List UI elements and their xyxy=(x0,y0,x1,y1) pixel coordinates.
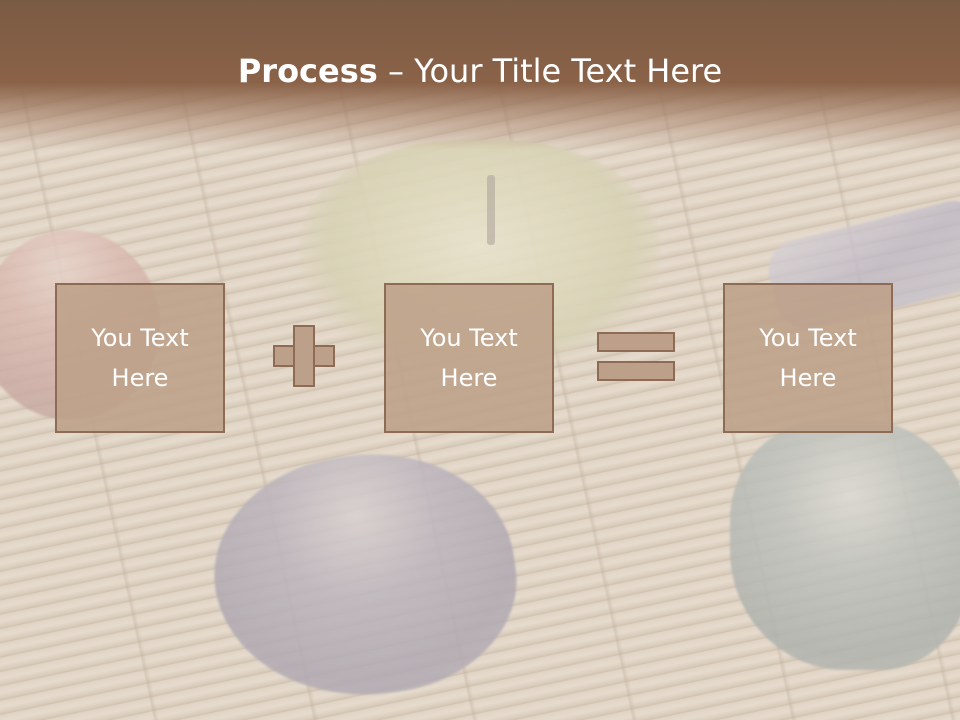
title-rest: – Your Title Text Here xyxy=(377,52,723,90)
process-box-1-text: You Text Here xyxy=(91,324,189,392)
slide-title[interactable]: Process – Your Title Text Here xyxy=(0,52,960,90)
process-box-2[interactable]: You Text Here xyxy=(384,283,554,433)
process-box-1[interactable]: You Text Here xyxy=(55,283,225,433)
process-box-3-text: You Text Here xyxy=(759,324,857,392)
plus-icon xyxy=(295,347,313,365)
equals-icon-top-bar xyxy=(597,332,675,352)
process-box-3[interactable]: You Text Here xyxy=(723,283,893,433)
title-band xyxy=(0,0,960,150)
process-box-2-text: You Text Here xyxy=(420,324,518,392)
equals-icon-bottom-bar xyxy=(597,361,675,381)
title-bold: Process xyxy=(237,52,378,90)
